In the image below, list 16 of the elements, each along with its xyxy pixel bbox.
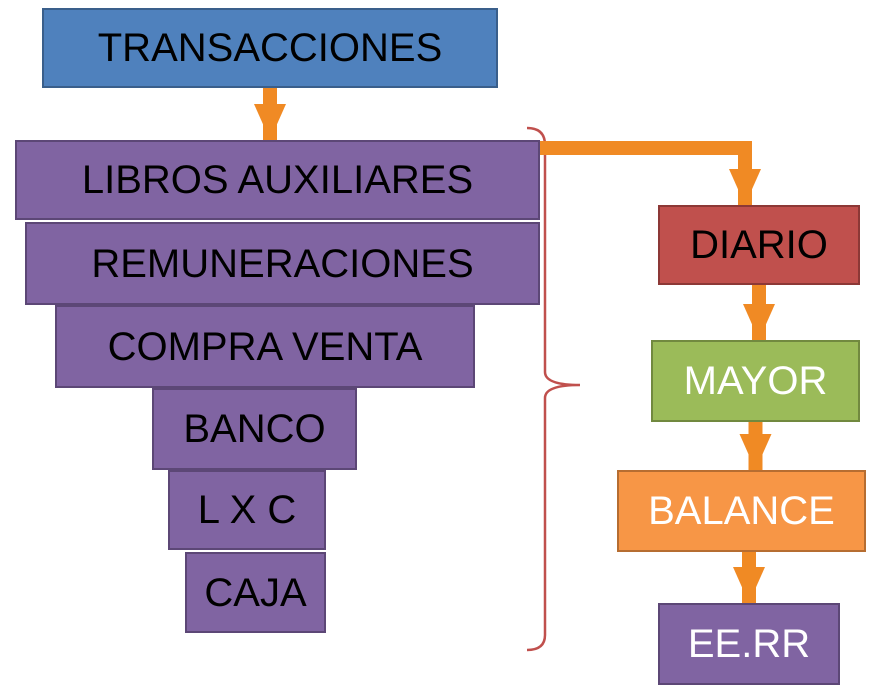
process-box: BALANCE [617,470,866,552]
process-box: L X C [168,470,326,550]
arrow [733,552,765,603]
process-box: MAYOR [651,340,860,422]
process-box: BANCO [152,388,357,470]
arrow [254,88,286,140]
process-box: DIARIO [658,205,860,285]
process-box: TRANSACCIONES [42,8,498,88]
arrow [743,285,775,340]
process-box: LIBROS AUXILIARES [15,140,540,220]
process-box: REMUNERACIONES [25,222,540,305]
process-box: CAJA [185,552,326,633]
process-box: EE.RR [658,603,840,685]
arrow [540,141,761,205]
process-box: COMPRA VENTA [55,305,475,388]
arrow [740,422,772,470]
